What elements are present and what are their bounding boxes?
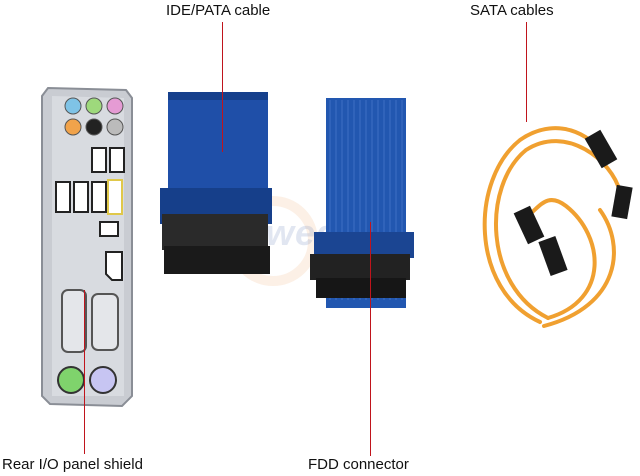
label-rear-io-panel-shield: Rear I/O panel shield xyxy=(2,456,143,473)
leader-sata xyxy=(526,22,527,122)
sata-connectors xyxy=(513,129,633,276)
leader-ide xyxy=(222,22,223,152)
audio-jack-pink xyxy=(106,97,124,115)
label-sata-cables: SATA cables xyxy=(470,2,554,19)
audio-jack-grey xyxy=(106,118,124,136)
label-fdd-connector: FDD connector xyxy=(308,456,409,473)
ps2-port-green xyxy=(57,366,85,394)
audio-jack-orange xyxy=(64,118,82,136)
ps2-port-purple xyxy=(89,366,117,394)
label-ide-pata-cable: IDE/PATA cable xyxy=(166,2,271,19)
fdd-cable xyxy=(310,98,414,308)
leader-fdd xyxy=(370,222,371,456)
audio-jack-blue xyxy=(64,97,82,115)
leader-rear-io xyxy=(84,290,85,454)
ide-cable xyxy=(160,92,272,274)
io-shield xyxy=(41,86,133,408)
audio-jack-black xyxy=(85,118,103,136)
audio-jack-green xyxy=(85,97,103,115)
